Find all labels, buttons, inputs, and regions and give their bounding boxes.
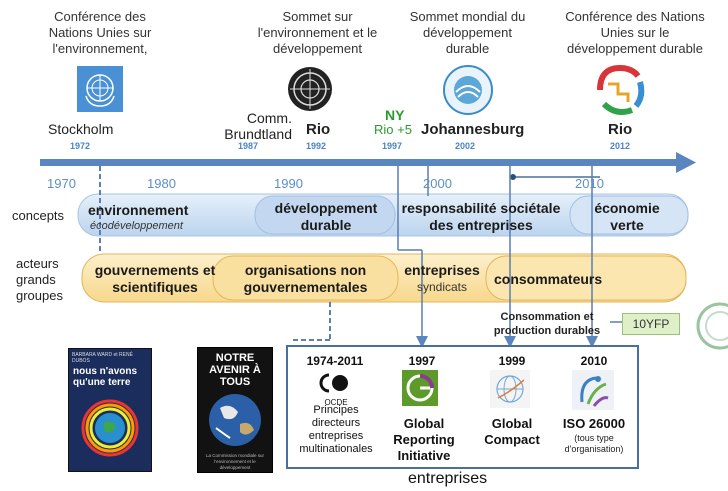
conference-2002-title: Sommet mondial du développement durable xyxy=(409,9,526,56)
gc-year: 1999 xyxy=(498,354,526,368)
concept-ecodeveloppement: écodéveloppement xyxy=(90,220,183,232)
concept-rse: responsabilité sociétale des entreprises xyxy=(401,200,561,233)
book-ward-authors: BARBARA WARD et RENÉ DUBOS xyxy=(72,352,133,364)
un-emblem-icon xyxy=(77,66,123,112)
decade-1980: 1980 xyxy=(147,176,176,191)
wssd-logo-icon xyxy=(438,62,498,118)
ocde-description: Principes directeurs entreprises multina… xyxy=(299,404,373,455)
place-rio-2012: Rio xyxy=(608,121,633,138)
place-rio-1992: Rio xyxy=(306,121,331,138)
place-rio-plus-5: Rio +5 xyxy=(374,122,412,137)
place-brundtland: Comm. Brundtland xyxy=(224,110,292,142)
acteur-syndicats: syndicats xyxy=(416,280,468,294)
ocde-logo-text: OCDE xyxy=(324,398,348,407)
year-2002: 2002 xyxy=(455,141,476,151)
row-label-acteurs: acteurs grands groupes xyxy=(16,256,63,303)
row-label-concepts: concepts xyxy=(12,208,65,223)
decade-1990: 1990 xyxy=(274,176,303,191)
rainbow-earth-icon xyxy=(81,399,139,457)
year-1972: 1972 xyxy=(70,141,91,151)
iso-26000-logo-icon xyxy=(572,370,614,410)
footer-entreprises: entreprises xyxy=(408,470,488,487)
conference-1972-title: Conférence des Nations Unies sur l'envir… xyxy=(48,9,152,56)
decade-2010: 2010 xyxy=(575,176,604,191)
iso-year: 2010 xyxy=(580,354,608,368)
acteur-ong: organisations non gouvernementales xyxy=(243,262,368,295)
place-stockholm: Stockholm xyxy=(48,121,114,137)
book-avenir-title: NOTRE AVENIR À TOUS xyxy=(209,352,261,388)
year-2012: 2012 xyxy=(610,141,631,151)
ocde-logo-icon: OCDE xyxy=(316,372,356,407)
year-1992: 1992 xyxy=(306,141,327,151)
gri-logo-icon xyxy=(402,370,438,406)
gc-name: Global Compact xyxy=(484,416,540,447)
timeline-arrow-head xyxy=(676,152,696,173)
acteur-gouvernements: gouvernements et scientifiques xyxy=(94,262,216,295)
earth-globe-icon xyxy=(209,394,261,446)
conference-1992-title: Sommet sur l'environnement et le dévelop… xyxy=(257,9,378,56)
ocde-years: 1974-2011 xyxy=(306,354,364,368)
badge-10yfp: 10YFP xyxy=(622,313,680,335)
acteur-consommateurs: consommateurs xyxy=(494,271,603,287)
un-globe-icon xyxy=(285,64,335,114)
place-ny: NY xyxy=(385,107,405,123)
gri-name: Global Reporting Initiative xyxy=(393,416,455,463)
book-cover-notre-avenir-a-tous: NOTRE AVENIR À TOUS La Commission mondia… xyxy=(197,347,273,473)
book-ward-title: nous n'avons qu'une terre xyxy=(73,366,138,388)
tenyfp-logo-icon xyxy=(690,300,728,352)
book-avenir-subtitle: La Commission mondiale sur l'environneme… xyxy=(205,453,265,470)
iso-name: ISO 26000 xyxy=(562,416,626,431)
year-1997: 1997 xyxy=(382,141,403,151)
place-johannesburg: Johannesburg xyxy=(421,121,525,138)
conso-label: Consommation et production durables xyxy=(493,311,601,337)
rio20-logo-icon xyxy=(592,62,648,118)
concept-environnement: environnement xyxy=(88,202,189,218)
book-cover-nous-navons-quune-terre: BARBARA WARD et RENÉ DUBOS nous n'avons … xyxy=(68,348,152,472)
concept-economie-verte: économie verte xyxy=(594,200,660,233)
conference-2012-title: Conférence des Nations Unies sur le déve… xyxy=(565,9,705,56)
year-1987: 1987 xyxy=(238,141,259,151)
concept-developpement-durable: développement durable xyxy=(274,200,378,233)
decade-1970: 1970 xyxy=(47,176,76,191)
decade-2000: 2000 xyxy=(423,176,452,191)
gri-year: 1997 xyxy=(408,354,436,368)
timeline-arrow-bar xyxy=(40,159,680,166)
global-compact-logo-icon xyxy=(490,370,530,408)
acteur-entreprises: entreprises xyxy=(404,262,480,278)
iso-subtitle: (tous type d'organisation) xyxy=(564,433,624,454)
